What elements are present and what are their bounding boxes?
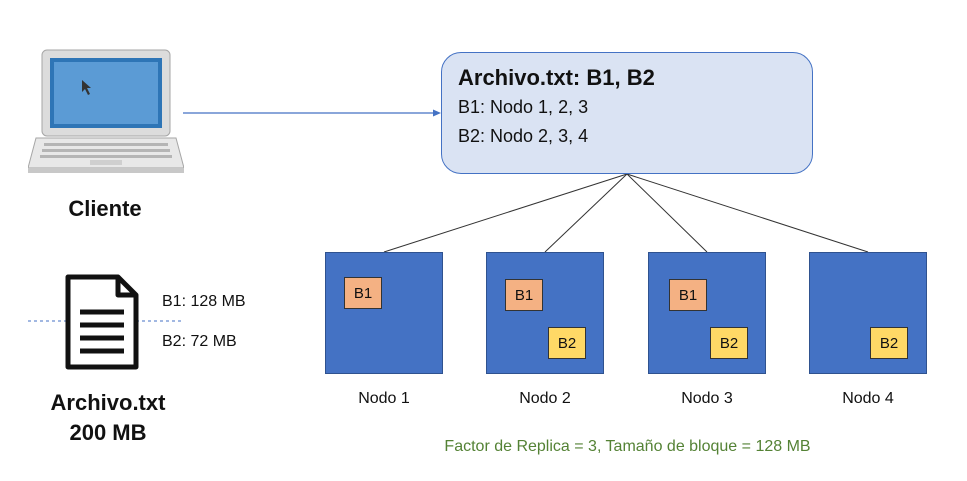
block-b2-chip: B2 xyxy=(870,327,908,359)
block-size-b1: B1: 128 MB xyxy=(162,293,246,310)
block-b2-chip: B2 xyxy=(710,327,748,359)
block-b1-chip: B1 xyxy=(344,277,382,309)
namenode-to-nodo-3-line xyxy=(626,173,708,253)
datanode-2: B1 B2 xyxy=(486,252,604,374)
document-icon xyxy=(65,274,139,370)
datanode-4: B2 xyxy=(809,252,927,374)
datanode-1: B1 xyxy=(325,252,443,374)
namenode-line-b2: B2: Nodo 2, 3, 4 xyxy=(458,126,589,146)
namenode-to-nodo-4-line xyxy=(626,173,869,253)
laptop-icon xyxy=(28,49,184,173)
file-name: Archivo.txt xyxy=(50,390,166,415)
block-size-b2: B2: 72 MB xyxy=(162,333,237,350)
block-b2-chip: B2 xyxy=(548,327,586,359)
datanode-3-label: Nodo 3 xyxy=(681,390,733,407)
file-size: 200 MB xyxy=(69,420,147,445)
namenode-line-b1: B1: Nodo 1, 2, 3 xyxy=(458,97,589,117)
namenode-to-nodo-2-line xyxy=(544,173,628,253)
datanode-2-label: Nodo 2 xyxy=(519,390,571,407)
namenode-to-nodo-1-line xyxy=(383,173,628,253)
datanode-3: B1 B2 xyxy=(648,252,766,374)
arrowhead xyxy=(433,109,441,117)
namenode-title: Archivo.txt: B1, B2 xyxy=(458,65,655,90)
datanode-4-label: Nodo 4 xyxy=(842,390,894,407)
file-label: Archivo.txt 200 MB xyxy=(28,388,188,448)
namenode-metadata-box: Archivo.txt: B1, B2 B1: Nodo 1, 2, 3 B2:… xyxy=(441,52,813,174)
block-b1-chip: B1 xyxy=(669,279,707,311)
client-label: Cliente xyxy=(68,196,142,221)
replication-footer-note: Factor de Replica = 3, Tamaño de bloque … xyxy=(444,438,811,455)
block-b1-chip: B1 xyxy=(505,279,543,311)
datanode-1-label: Nodo 1 xyxy=(358,390,410,407)
